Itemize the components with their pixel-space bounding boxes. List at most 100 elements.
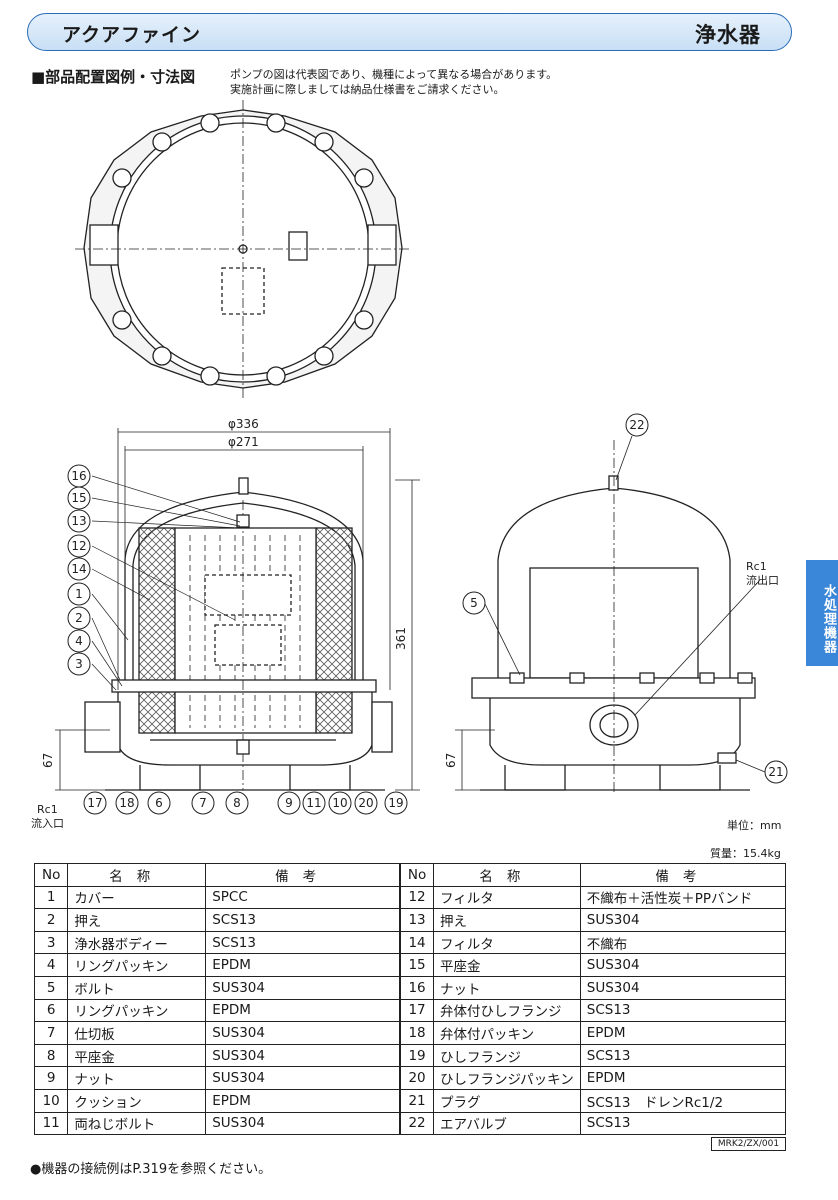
cell-no: 13 — [399, 908, 434, 932]
section-heading: ■部品配置図例・寸法図 — [31, 68, 196, 86]
cell-name: 平座金 — [67, 1043, 207, 1068]
cell-remarks: EPDM — [579, 1021, 787, 1045]
cell-name: 仕切板 — [67, 1021, 207, 1045]
callout-2: 2 — [75, 611, 83, 625]
cell-no: 14 — [399, 930, 434, 955]
inlet-size-label: Rc1 — [37, 803, 58, 816]
callout-18: 18 — [119, 796, 134, 810]
front-section-view — [84, 477, 393, 791]
callout-16: 16 — [71, 469, 86, 483]
page-header: アクアファイン 浄水器 — [27, 13, 792, 51]
cell-name: クッション — [67, 1088, 207, 1113]
cell-remarks: SUS304 — [205, 1043, 401, 1068]
section-note-line-1: ポンプの図は代表図であり、機種によって異なる場合があります。 — [230, 68, 558, 81]
cell-no: 8 — [33, 1043, 69, 1068]
header-no: No — [399, 863, 434, 887]
cell-name: ひしフランジ — [432, 1043, 581, 1068]
cell-no: 3 — [33, 930, 69, 955]
cell-no: 19 — [399, 1043, 434, 1068]
cell-no: 7 — [33, 1021, 69, 1045]
cell-remarks: SCS13 — [205, 930, 401, 955]
callout-20: 20 — [358, 796, 373, 810]
cell-remarks: SUS304 — [579, 908, 787, 932]
side-leader-lines — [455, 435, 766, 791]
cell-remarks: 不織布＋活性炭＋PPバンド — [579, 885, 787, 910]
cell-no: 11 — [33, 1111, 69, 1136]
cell-no: 5 — [33, 975, 69, 1000]
cell-name: 浄水器ボディー — [67, 930, 207, 955]
cell-name: ひしフランジパッキン — [432, 1066, 581, 1090]
top-view — [75, 100, 410, 398]
callout-13: 13 — [71, 514, 86, 528]
footnote: ●機器の接続例はP.319を参照ください。 — [30, 1162, 272, 1177]
cell-no: 22 — [399, 1111, 434, 1136]
cell-name: 両ねじボルト — [67, 1111, 207, 1136]
callout-7: 7 — [199, 796, 207, 810]
callout-10: 10 — [332, 796, 347, 810]
cell-name: プラグ — [432, 1088, 581, 1113]
outlet-size-label: Rc1 — [746, 560, 767, 573]
table-header-row: No 名称 備考 No 名称 備考 — [33, 863, 787, 887]
document-code: MRK2/ZX/001 — [711, 1137, 786, 1151]
left-callouts — [67, 464, 91, 676]
unit-label: 単位：mm — [727, 819, 782, 832]
cell-name: 平座金 — [432, 953, 581, 977]
product-name: アクアファイン — [62, 24, 202, 46]
cell-remarks: SUS304 — [205, 1111, 401, 1136]
cell-name: フィルタ — [432, 930, 581, 955]
cell-name: ナット — [432, 975, 581, 1000]
header-name: 名称 — [67, 863, 207, 887]
cell-name: カバー — [67, 885, 207, 910]
callout-3: 3 — [75, 657, 83, 671]
callout-6: 6 — [155, 796, 163, 810]
bottom-callouts — [83, 791, 408, 815]
callout-22: 22 — [629, 418, 644, 432]
header-remarks: 備考 — [205, 863, 401, 887]
cell-no: 18 — [399, 1021, 434, 1045]
cell-remarks: EPDM — [205, 1088, 401, 1113]
side-index-tab[interactable]: 水処理機器 — [806, 560, 838, 666]
callout-9: 9 — [285, 796, 293, 810]
weight-label: 質量：15.4kg — [710, 847, 781, 860]
header-name: 名称 — [432, 863, 581, 887]
callout-4: 4 — [75, 634, 83, 648]
callout-14: 14 — [71, 562, 86, 576]
cell-remarks: EPDM — [205, 953, 401, 977]
cell-remarks: SCS13 — [579, 1111, 787, 1136]
cell-name: ボルト — [67, 975, 207, 1000]
cell-remarks: SUS304 — [205, 1066, 401, 1090]
cell-no: 15 — [399, 953, 434, 977]
callout-5: 5 — [470, 596, 478, 610]
cell-remarks: SCS13 ドレンRc1/2 — [579, 1088, 787, 1113]
cell-name: ナット — [67, 1066, 207, 1090]
cell-remarks: 不織布 — [579, 930, 787, 955]
cell-name: 押え — [67, 908, 207, 932]
side-callouts — [462, 413, 788, 784]
cell-name: 弁体付ひしフランジ — [432, 998, 581, 1023]
technical-drawing: φ336 φ271 361 67 Rc1 流入口 16 15 13 12 14 … — [31, 100, 788, 830]
cell-no: 17 — [399, 998, 434, 1023]
cell-name: 弁体付パッキン — [432, 1021, 581, 1045]
cell-remarks: SUS304 — [205, 975, 401, 1000]
section-note-line-2: 実施計画に際しましては納品仕様書をご請求ください。 — [230, 83, 505, 96]
cell-no: 4 — [33, 953, 69, 977]
cell-remarks: SCS13 — [579, 998, 787, 1023]
cell-no: 6 — [33, 998, 69, 1023]
cell-no: 12 — [399, 885, 434, 910]
cell-name: リングパッキン — [67, 953, 207, 977]
header-remarks: 備考 — [579, 863, 787, 887]
inlet-label: 流入口 — [31, 816, 64, 830]
callout-21: 21 — [768, 765, 783, 779]
callout-1: 1 — [75, 587, 83, 601]
cell-no: 2 — [33, 908, 69, 932]
